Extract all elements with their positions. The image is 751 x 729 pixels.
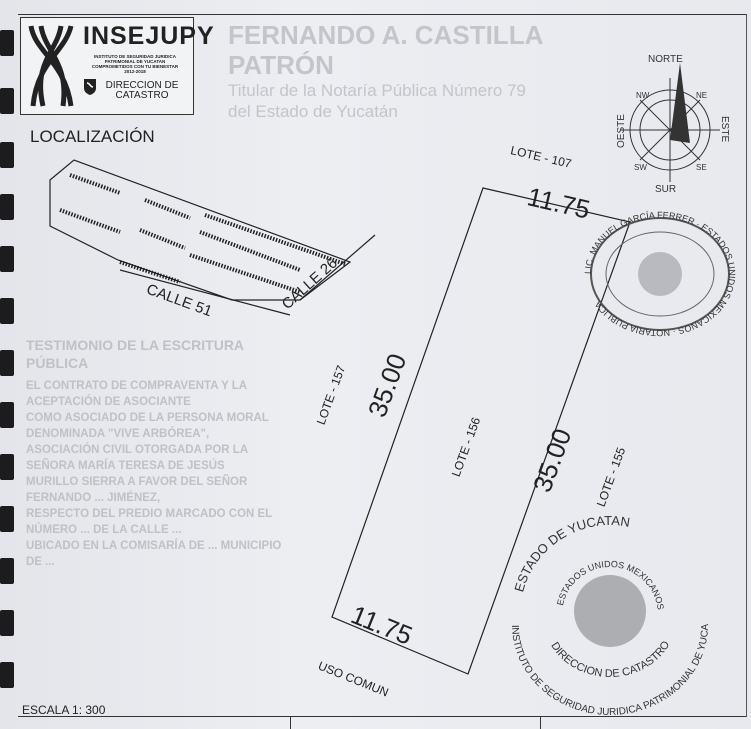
binder-ring xyxy=(0,662,14,688)
binder-ring xyxy=(0,88,14,114)
insejupy-emblem-icon xyxy=(28,25,74,107)
title-block-divider xyxy=(540,716,541,729)
institution-motto: COMPROMETIDOS CON TU BIENESTAR xyxy=(91,64,179,69)
compass-se: SE xyxy=(696,163,707,172)
bleed-through-text: del Estado de Yucatán xyxy=(228,102,398,121)
binder-ring xyxy=(0,402,14,428)
subdivision-outline xyxy=(49,159,352,301)
title-block-divider xyxy=(290,716,291,729)
binder-ring xyxy=(0,506,14,532)
bleed-through-text: Titular de la Notaría Pública Número 79 xyxy=(228,81,526,100)
title-block-border xyxy=(18,716,746,717)
binder-ring xyxy=(0,246,14,272)
binder-ring xyxy=(0,30,14,56)
bleed-line: COMO ASOCIADO DE LA PERSONA MORAL DENOMI… xyxy=(26,412,269,440)
bleed-through-heading-block: FERNANDO A. CASTILLA PATRÓN Titular de l… xyxy=(228,20,596,122)
compass-sw: SW xyxy=(634,163,647,172)
plan-frame xyxy=(18,14,747,717)
compass-north: NORTE xyxy=(648,54,683,65)
institution-subtitle: INSTITUTO DE SEGURIDAD JURIDICA PATRIMON… xyxy=(79,54,191,74)
lot-156-outline xyxy=(331,187,631,675)
calle-51-line xyxy=(119,269,291,316)
binder-ring xyxy=(0,558,14,584)
compass-rose-icon: NORTE SUR OESTE ESTE NW NE SW SE xyxy=(616,54,730,193)
bleed-through-text: FERNANDO A. CASTILLA PATRÓN xyxy=(228,20,543,80)
bleed-line: UBICADO EN LA COMISARÍA DE ... MUNICIPIO… xyxy=(26,540,282,568)
binder-ring xyxy=(0,298,14,324)
bleed-line: MURILLO SIERRA A FAVOR DEL SEÑOR FERNAND… xyxy=(26,476,248,504)
insejupy-logo-box: INSEJUPY INSTITUTO DE SEGURIDAD JURIDICA… xyxy=(20,17,214,115)
department-name: DIRECCION DE CATASTRO xyxy=(105,80,179,101)
bleed-through-text: TESTIMONIO DE LA ESCRITURA PÚBLICA xyxy=(26,337,244,371)
binder-ring xyxy=(0,142,14,168)
binder-ring xyxy=(0,350,14,376)
compass-ne: NE xyxy=(696,91,707,100)
location-label: LOCALIZACIÓN xyxy=(30,127,155,146)
mexican-eagle-emblem-icon xyxy=(574,575,646,647)
institution-period: 2012-2018 xyxy=(124,69,146,74)
compass-west: OESTE xyxy=(616,114,627,148)
compass-east: ESTE xyxy=(719,116,730,142)
catastro-seal: ESTADO DE YUCATAN ESTADOS UNIDOS MEXICAN… xyxy=(490,505,711,718)
bleed-line: ASOCIACIÓN CIVIL OTORGADA POR LA SEÑORA … xyxy=(26,444,248,472)
scale-label: ESCALA 1: 300 xyxy=(22,703,106,717)
institution-name: INSEJUPY xyxy=(83,22,215,50)
binder-ring xyxy=(0,454,14,480)
institution-full-name: INSTITUTO DE SEGURIDAD JURIDICA PATRIMON… xyxy=(94,54,176,64)
bleed-line: EL CONTRATO DE COMPRAVENTA Y LA ACEPTACI… xyxy=(26,380,247,408)
compass-south: SUR xyxy=(655,184,676,193)
notary-stamp: LIC. MANUEL GARCÍA FERRER · ESTADOS UNID… xyxy=(583,210,737,338)
compass-nw: NW xyxy=(636,91,650,100)
binder-ring xyxy=(0,194,14,220)
bleed-line: RESPECTO DEL PREDIO MARCADO CON EL NÚMER… xyxy=(26,508,273,536)
calle-26-line xyxy=(299,234,376,301)
coat-of-arms-icon xyxy=(84,79,96,95)
binder-ring xyxy=(0,610,14,636)
bleed-through-paragraph: TESTIMONIO DE LA ESCRITURA PÚBLICA EL CO… xyxy=(26,336,288,570)
